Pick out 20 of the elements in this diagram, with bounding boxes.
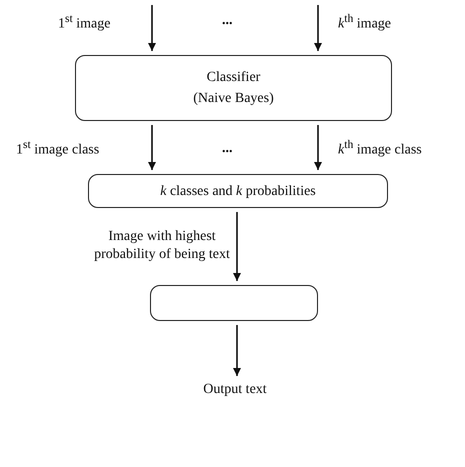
box-subtitle: (Naive Bayes): [193, 90, 274, 108]
ellipsis-text: ...: [222, 12, 232, 30]
arrow: [233, 325, 241, 376]
arrow: [148, 125, 156, 170]
edge-label: 1$^{st}$ image: [58, 12, 110, 34]
edge-label: 1$^{st}$ image class: [16, 138, 100, 160]
arrow: [314, 125, 322, 170]
edge-label: k$^{th}$ image: [338, 12, 392, 34]
arrow: [233, 212, 241, 281]
edge-label: k$^{th}$ image class: [338, 138, 422, 160]
process-box: [88, 174, 388, 208]
edge-label: Image with highest probability of being text: [93, 228, 231, 263]
ellipsis-text: ...: [222, 140, 232, 158]
process-box: [75, 55, 392, 121]
arrow: [314, 5, 322, 51]
box-text: k classes and k probabilities: [160, 182, 316, 200]
process-box: [150, 285, 318, 321]
box-text: Classifier: [206, 69, 260, 87]
arrow: [148, 5, 156, 51]
output-text: Output text: [180, 378, 290, 400]
